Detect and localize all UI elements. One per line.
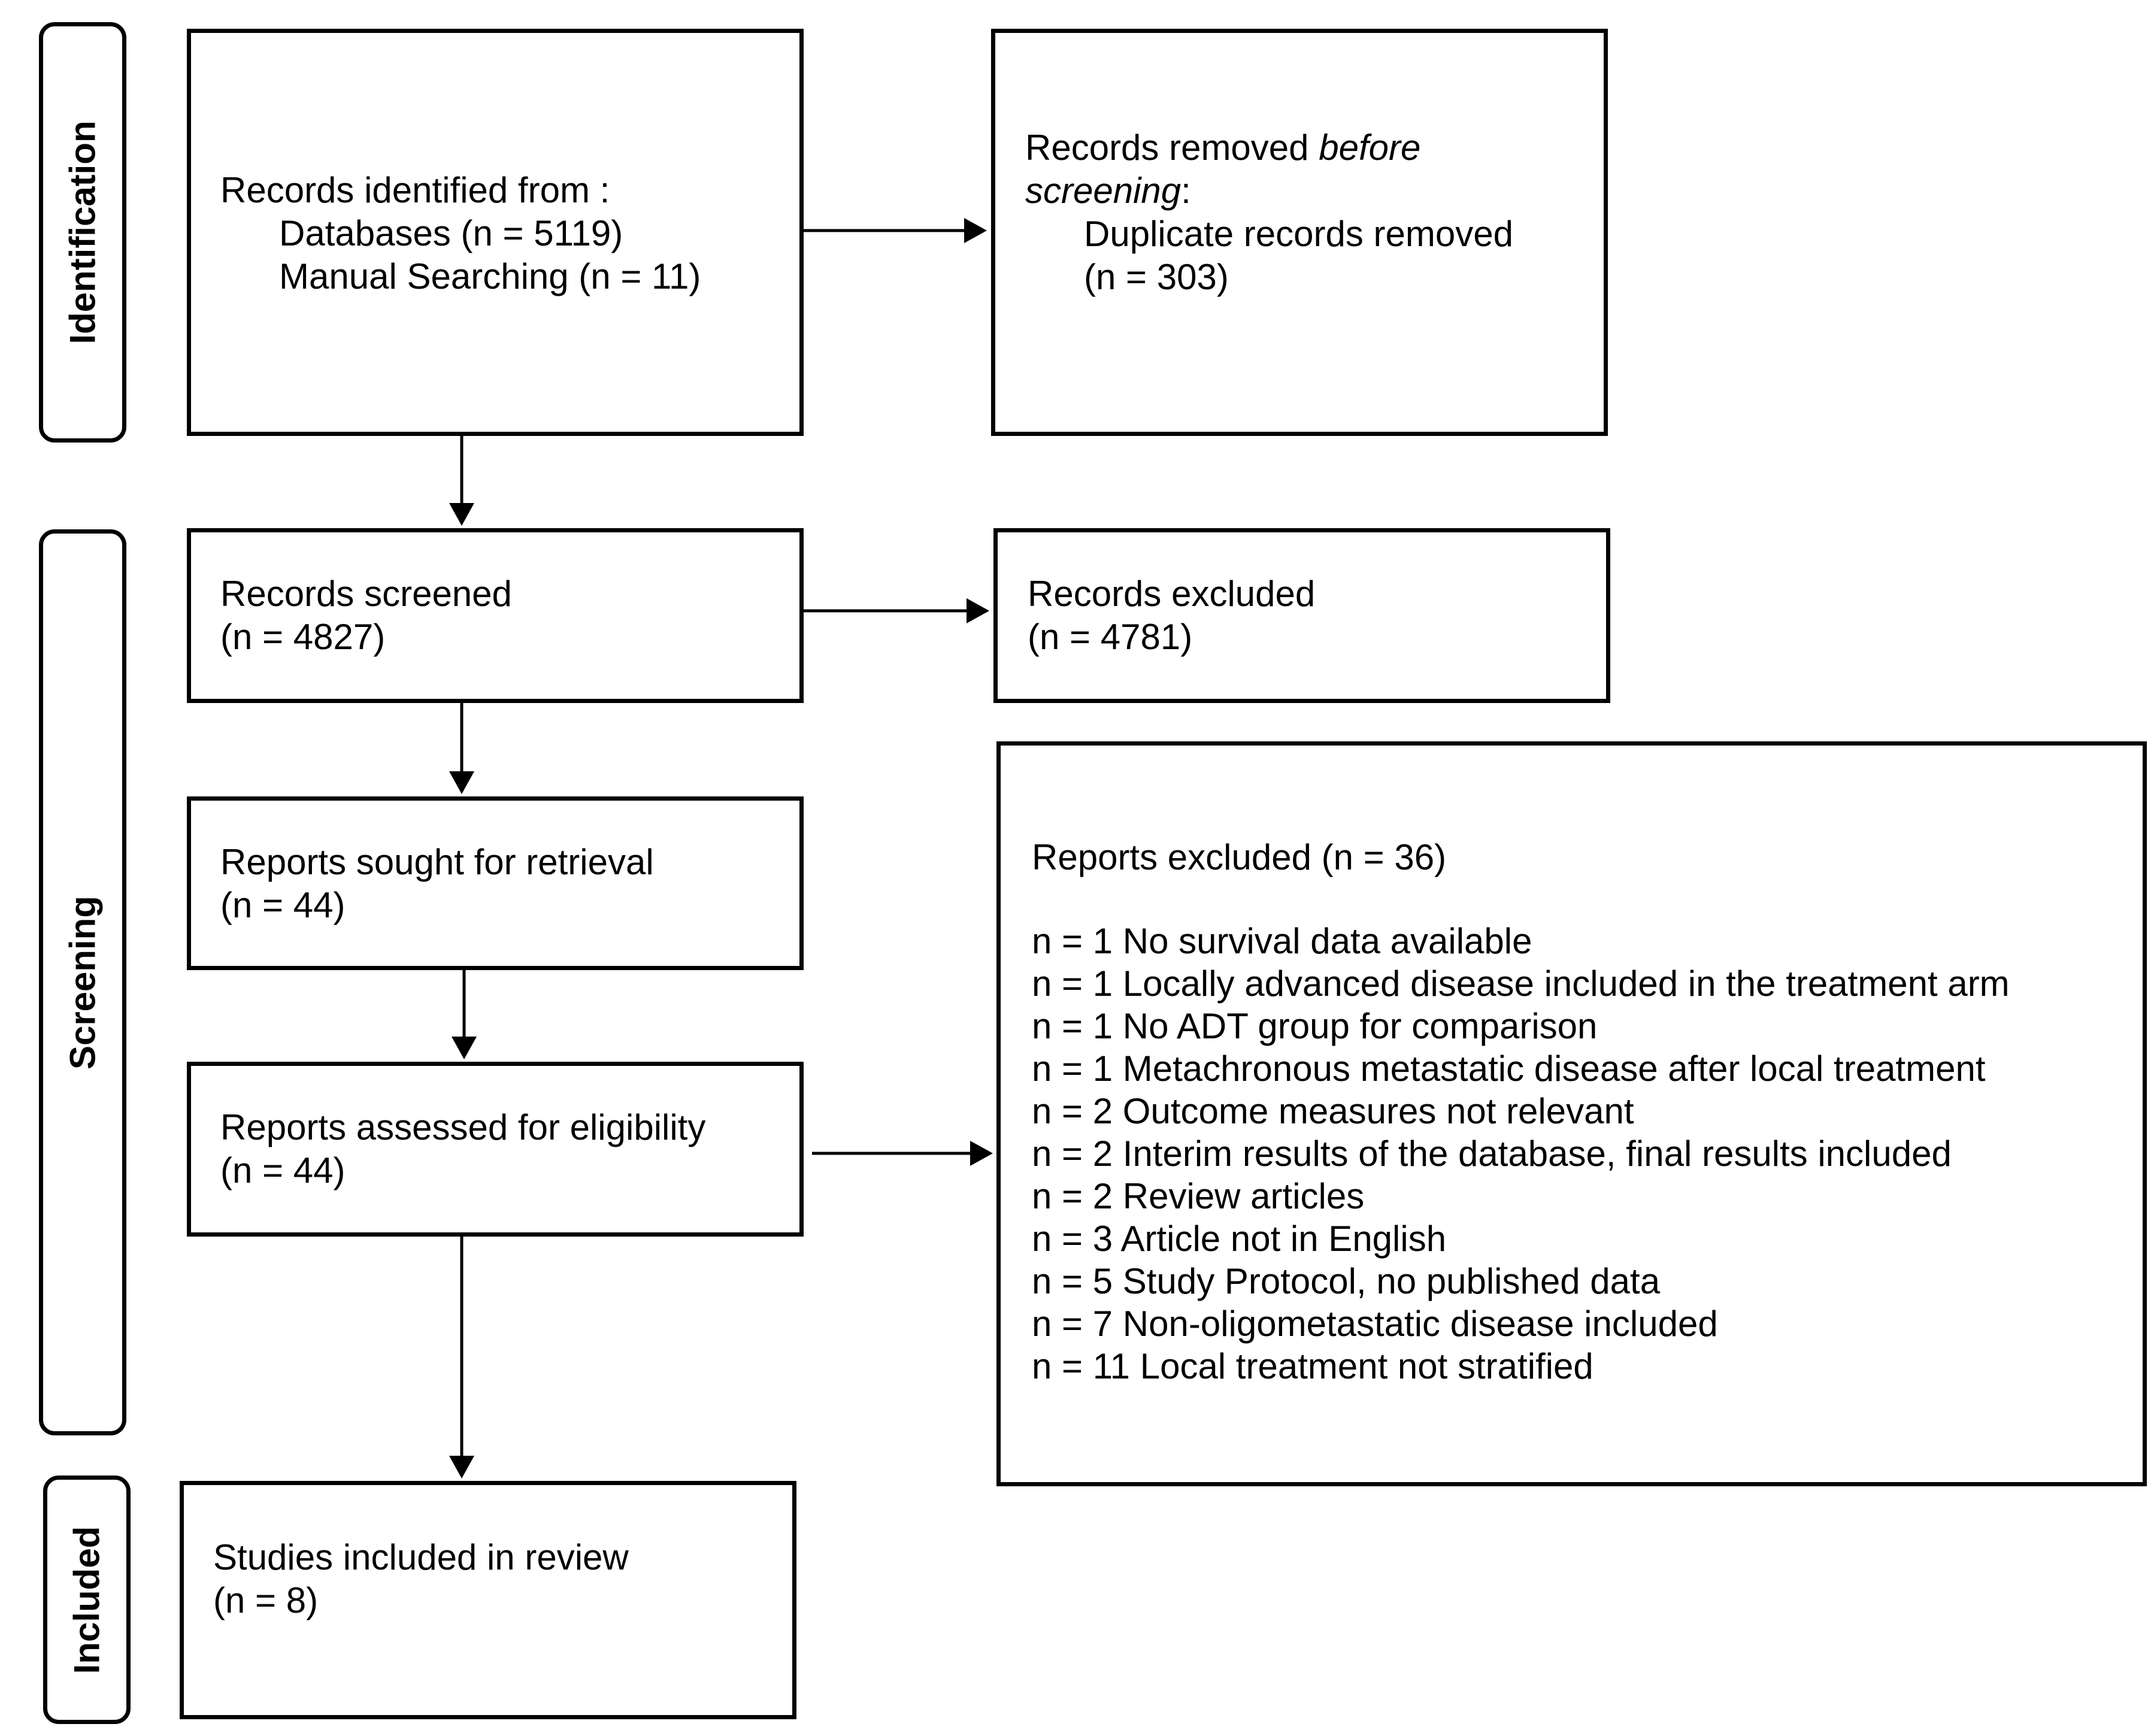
reports-sought-box: [187, 796, 804, 970]
records-removed-colon: :: [1181, 171, 1191, 211]
arrowhead: [970, 1141, 993, 1166]
studies-included-label: Studies included in review: [213, 1537, 629, 1577]
reason-item: n = 11 Local treatment not stratified: [1032, 1346, 1593, 1386]
reason-item: n = 2 Review articles: [1032, 1176, 1365, 1216]
arrowhead: [449, 1456, 474, 1479]
arrowhead: [967, 598, 989, 623]
reason-item: n = 1 No ADT group for comparison: [1032, 1006, 1598, 1046]
records-screened-label: Records screened: [220, 574, 512, 614]
records-identified-box: [187, 29, 804, 436]
records-removed-prefix: Records removed: [1025, 128, 1319, 168]
records-identified-manual: Manual Searching (n = 11): [279, 256, 701, 296]
records-removed-line2: screening:: [1025, 169, 1191, 213]
arrowhead: [452, 1037, 477, 1059]
arrowhead: [449, 503, 474, 526]
records-excluded-count: (n = 4781): [1028, 617, 1193, 657]
reason-item: n = 2 Outcome measures not relevant: [1032, 1091, 1634, 1131]
arrowhead: [449, 771, 474, 794]
records-screened-box: [187, 528, 804, 703]
records-removed-line1: Records removed before: [1025, 126, 1420, 169]
reason-item: n = 2 Interim results of the database, f…: [1032, 1134, 1952, 1174]
reports-excluded-heading: Reports excluded (n = 36): [1032, 837, 1447, 877]
records-removed-count: (n = 303): [1084, 257, 1229, 297]
reason-item: n = 5 Study Protocol, no published data: [1032, 1261, 1661, 1301]
reason-item: n = 3 Article not in English: [1032, 1219, 1447, 1259]
arrowhead: [964, 218, 987, 243]
records-screened-count: (n = 4827): [220, 617, 386, 657]
studies-included-box: [180, 1481, 796, 1719]
reports-assessed-count: (n = 44): [220, 1150, 346, 1190]
records-identified-databases: Databases (n = 5119): [279, 213, 623, 253]
records-removed-duplicates: Duplicate records removed: [1084, 214, 1513, 254]
reports-sought-label: Reports sought for retrieval: [220, 842, 654, 882]
reports-excluded-reasons: n = 1 No survival data available n = 1 L…: [1032, 920, 2010, 1387]
reason-item: n = 1 No survival data available: [1032, 921, 1532, 961]
studies-included-count: (n = 8): [213, 1580, 319, 1620]
records-removed-box: [991, 29, 1608, 436]
reports-sought-count: (n = 44): [220, 885, 346, 925]
stage-screening: Screening: [39, 529, 126, 1435]
reports-excluded-box: [996, 741, 2147, 1486]
records-removed-screening: screening: [1025, 171, 1181, 211]
records-identified-heading: Records identified from :: [220, 170, 610, 210]
stage-identification: Identification: [39, 22, 126, 443]
reason-item: n = 1 Locally advanced disease included …: [1032, 964, 2010, 1004]
reason-item: n = 7 Non-oligometastatic disease includ…: [1032, 1304, 1718, 1344]
reason-item: n = 1 Metachronous metastatic disease af…: [1032, 1049, 1986, 1089]
records-removed-before: before: [1319, 128, 1421, 168]
records-excluded-label: Records excluded: [1028, 574, 1316, 614]
stage-included: Included: [43, 1476, 131, 1724]
reports-assessed-box: [187, 1062, 804, 1237]
reports-assessed-label: Reports assessed for eligibility: [220, 1107, 706, 1147]
records-excluded-box: [993, 528, 1610, 703]
